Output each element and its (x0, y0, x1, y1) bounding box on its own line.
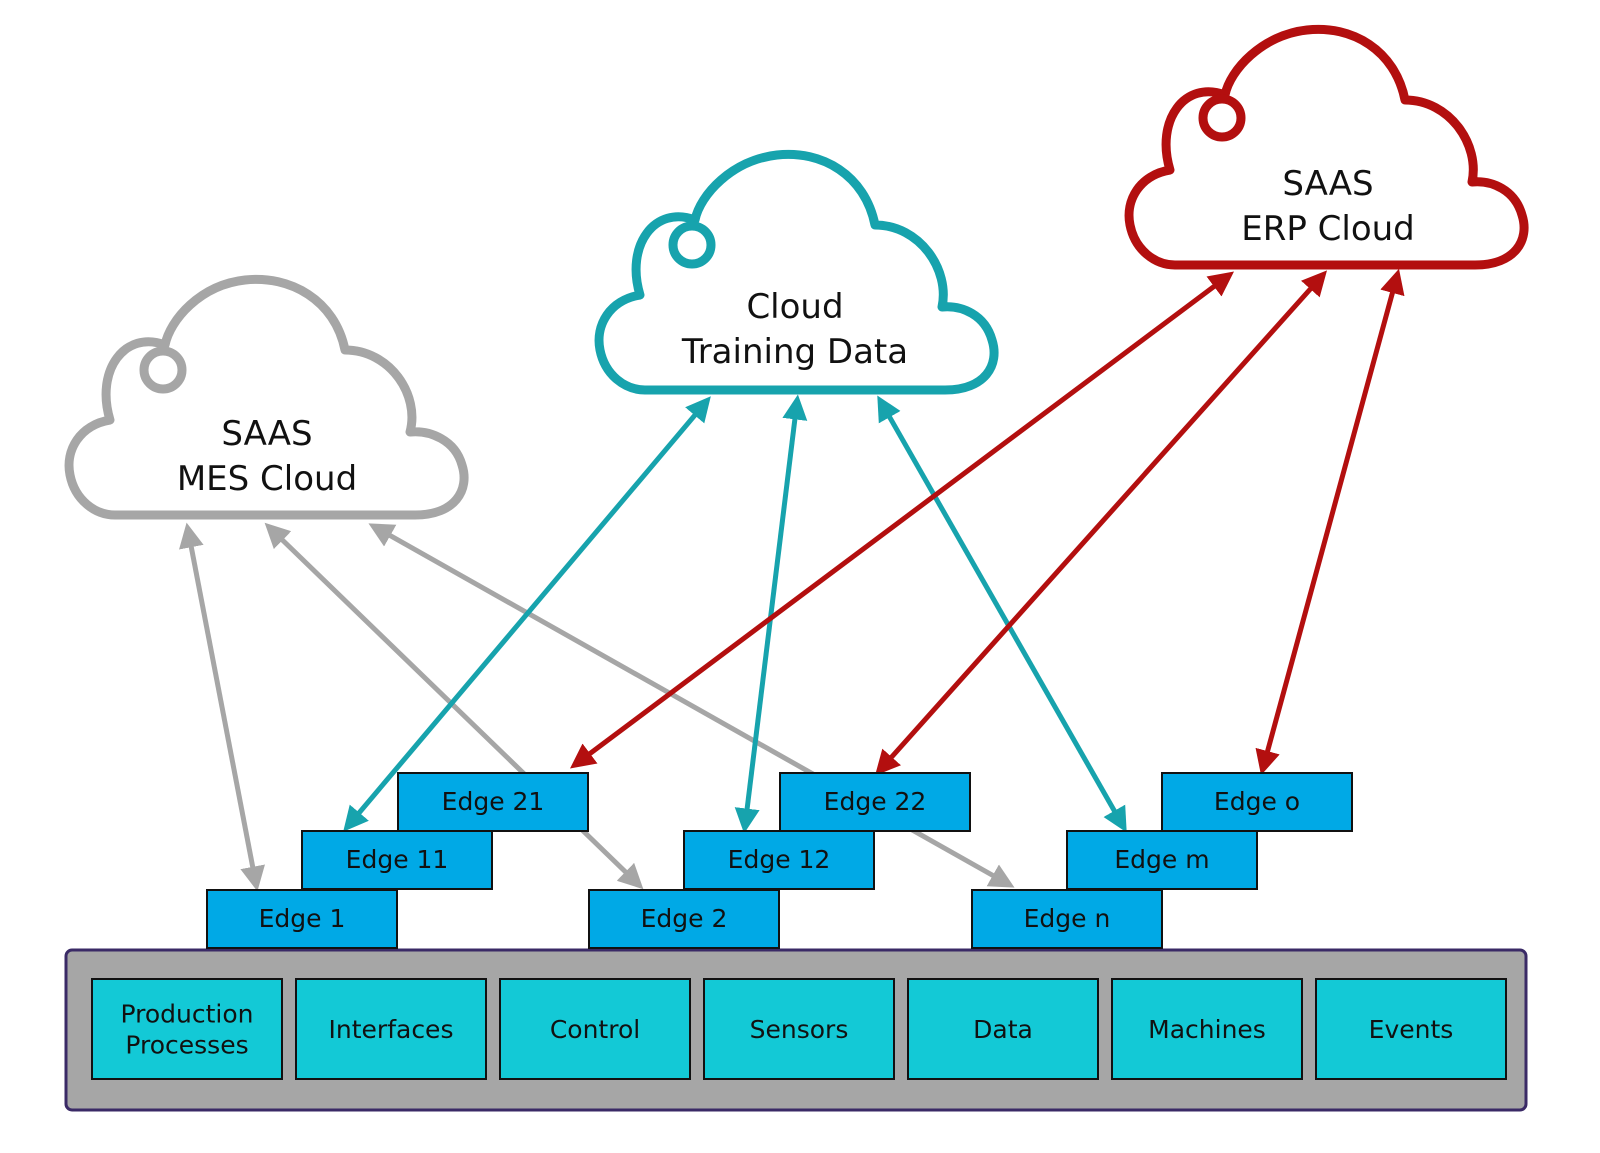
cloud-erp-title-line1: SAAS (1282, 164, 1373, 204)
factory-cell-label: Data (973, 1015, 1033, 1044)
edge-devices: Edge 1 Edge 11 Edge 21 Edge 2 Edge 12 Edge 22… (206, 772, 1353, 949)
factory-cell: Sensors (703, 978, 895, 1080)
factory-cell-label: Events (1369, 1015, 1454, 1044)
arrow-erp-eo (1255, 268, 1405, 776)
factory-cell: Interfaces (295, 978, 487, 1080)
factory-cell-rect (703, 978, 895, 1080)
edge-box-e2: Edge 2 (588, 889, 780, 949)
edge-box-rect (397, 772, 589, 832)
factory-cell-rect (907, 978, 1099, 1080)
edge-box-rect (588, 889, 780, 949)
factory-cell-label: Machines (1148, 1015, 1266, 1044)
cloud-erp-outline (1124, 24, 1529, 270)
cloud-erp: SAAS ERP Cloud (1124, 24, 1529, 270)
factory-cell-rect (295, 978, 487, 1080)
edge-box-eo: Edge o (1161, 772, 1353, 832)
factory-cell-label: Interfaces (329, 1015, 454, 1044)
factory-cell-label: Production (120, 1000, 253, 1029)
edge-box-e21: Edge 21 (397, 772, 589, 832)
edge-box-e11: Edge 11 (301, 830, 493, 890)
arrow-erp-e22 (874, 270, 1328, 776)
factory-cell: Machines (1111, 978, 1303, 1080)
factory-cell-rect (499, 978, 691, 1080)
edge-box-e12: Edge 12 (683, 830, 875, 890)
edge-box-rect (779, 772, 971, 832)
factory-cell: Control (499, 978, 691, 1080)
edge-label: Edge 21 (442, 787, 545, 816)
edge-label: Edge n (1024, 904, 1111, 933)
edge-box-rect (1161, 772, 1353, 832)
cloud-training-title-line1: Cloud (746, 287, 843, 327)
connection-arrows (179, 268, 1405, 892)
edge-box-e22: Edge 22 (779, 772, 971, 832)
edge-label: Edge 22 (824, 787, 927, 816)
edge-box-rect (301, 830, 493, 890)
factory-cell: Events (1315, 978, 1507, 1080)
cloud-training-title-line2: Training Data (681, 332, 908, 372)
edge-label: Edge 1 (259, 904, 346, 933)
edge-box-rect (971, 889, 1163, 949)
edge-label: Edge m (1114, 845, 1209, 874)
cloud-mes-title-line2: MES Cloud (177, 459, 357, 499)
cloud-training: Cloud Training Data (594, 149, 999, 395)
edge-box-em: Edge m (1066, 830, 1258, 890)
edge-box-rect (683, 830, 875, 890)
factory-cell: Data (907, 978, 1099, 1080)
cloud-erp-title-line2: ERP Cloud (1241, 209, 1415, 249)
edge-label: Edge 11 (346, 845, 449, 874)
edge-label: Edge o (1214, 787, 1300, 816)
cloud-icon (668, 221, 716, 269)
factory-cell-rect (91, 978, 283, 1080)
factory-cell-label: Sensors (750, 1015, 849, 1044)
edge-box-rect (206, 889, 398, 949)
cloud-training-outline (594, 149, 999, 395)
arrow-mes-e1 (179, 522, 265, 892)
arrow-training-em (877, 395, 1127, 833)
factory-cell-label: Processes (125, 1031, 248, 1060)
cloud-mes-title-line1: SAAS (221, 414, 312, 454)
cloud-icon (139, 346, 187, 394)
cloud-mes: SAAS MES Cloud (64, 274, 469, 520)
cloud-mes-outline (64, 274, 469, 520)
edge-label: Edge 2 (641, 904, 728, 933)
cloud-icon (1198, 94, 1246, 142)
factory-cell-rect (1315, 978, 1507, 1080)
edge-label: Edge 12 (728, 845, 831, 874)
factory-cell-label: Control (550, 1015, 640, 1044)
edge-box-e1: Edge 1 (206, 889, 398, 949)
edge-box-en: Edge n (971, 889, 1163, 949)
factory-cell-rect (1111, 978, 1303, 1080)
